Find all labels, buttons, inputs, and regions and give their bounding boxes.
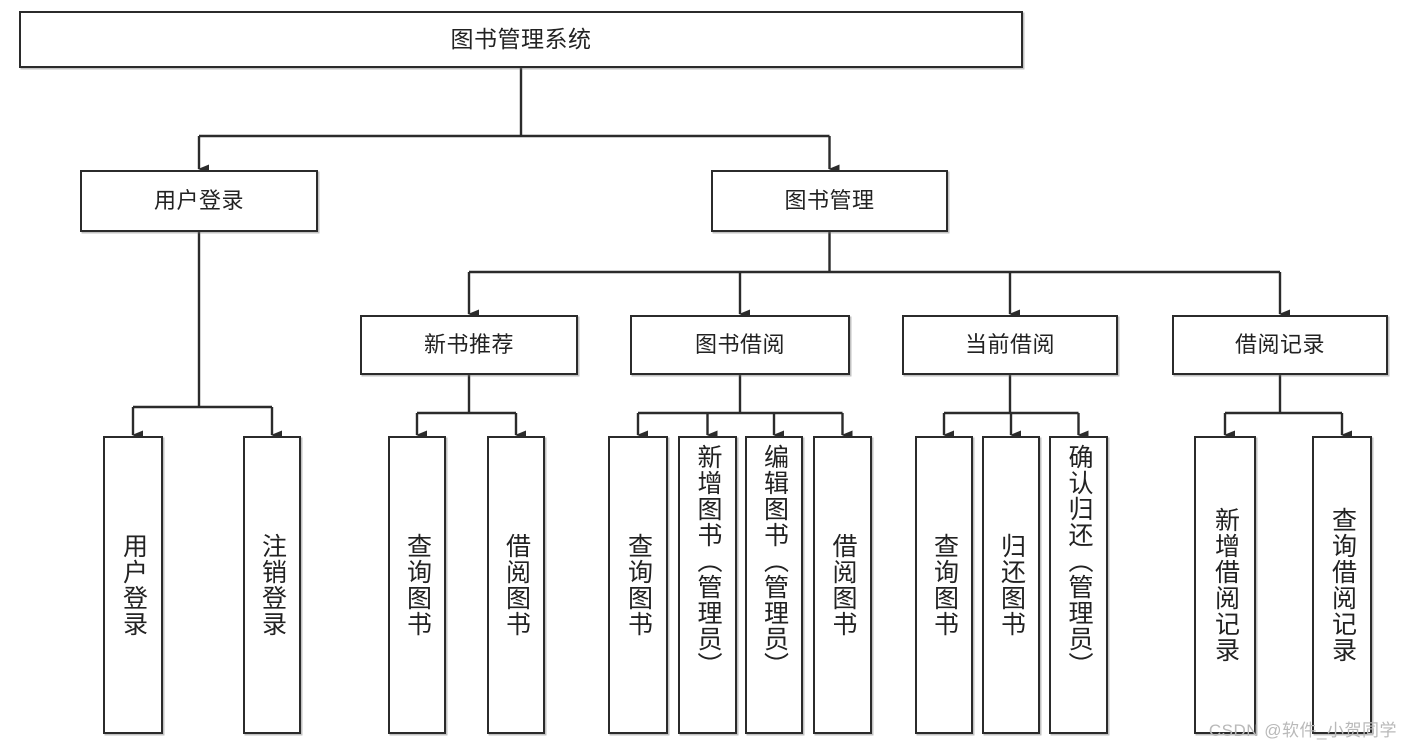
node-leaf-user-login-label: 用户登录 <box>119 533 148 637</box>
node-book-manage-label: 图书管理 <box>784 187 875 213</box>
node-new-book-recommend-label: 新书推荐 <box>423 331 514 357</box>
node-user-login[interactable]: 用户登录 <box>80 170 318 232</box>
node-leaf-add-borrow-record[interactable]: 新增借阅记录 <box>1194 436 1256 734</box>
node-book-manage[interactable]: 图书管理 <box>711 170 948 232</box>
node-leaf-return-book-label: 归还图书 <box>997 533 1026 637</box>
node-leaf-user-login[interactable]: 用户登录 <box>103 436 163 734</box>
node-leaf-edit-book-admin[interactable]: 编辑图书（管理员） <box>745 436 803 734</box>
node-user-login-label: 用户登录 <box>153 187 244 213</box>
node-leaf-query-book-2-label: 查询图书 <box>624 533 653 637</box>
node-leaf-logout-login[interactable]: 注销登录 <box>243 436 301 734</box>
node-leaf-borrow-book-1[interactable]: 借阅图书 <box>487 436 545 734</box>
node-leaf-query-book-3-label: 查询图书 <box>930 533 959 637</box>
node-root-label: 图书管理系统 <box>450 25 592 52</box>
node-root[interactable]: 图书管理系统 <box>19 11 1023 68</box>
node-leaf-borrow-book-2-label: 借阅图书 <box>829 533 857 637</box>
node-book-borrow-label: 图书借阅 <box>694 331 785 357</box>
node-book-borrow[interactable]: 图书借阅 <box>630 315 850 375</box>
node-leaf-borrow-book-1-label: 借阅图书 <box>502 533 531 637</box>
connector-lines <box>131 68 1352 440</box>
node-leaf-add-book-admin[interactable]: 新增图书（管理员） <box>678 436 737 734</box>
node-leaf-query-borrow-record[interactable]: 查询借阅记录 <box>1312 436 1372 734</box>
node-leaf-query-borrow-record-label: 查询借阅记录 <box>1328 507 1357 663</box>
node-leaf-edit-book-admin-label: 编辑图书（管理员） <box>760 444 789 678</box>
node-leaf-query-book-3[interactable]: 查询图书 <box>915 436 973 734</box>
node-current-borrow-label: 当前借阅 <box>964 331 1055 357</box>
node-leaf-confirm-return-admin[interactable]: 确认归还（管理员） <box>1049 436 1108 734</box>
node-leaf-add-borrow-record-label: 新增借阅记录 <box>1211 507 1240 663</box>
node-leaf-return-book[interactable]: 归还图书 <box>982 436 1040 734</box>
node-new-book-recommend[interactable]: 新书推荐 <box>360 315 578 375</box>
node-leaf-query-book-1[interactable]: 查询图书 <box>388 436 446 734</box>
node-leaf-add-book-admin-label: 新增图书（管理员） <box>694 444 722 678</box>
node-borrow-record-label: 借阅记录 <box>1234 331 1325 357</box>
node-borrow-record[interactable]: 借阅记录 <box>1172 315 1388 375</box>
node-leaf-confirm-return-admin-label: 确认归还（管理员） <box>1065 444 1093 678</box>
node-leaf-logout-login-label: 注销登录 <box>258 533 287 637</box>
node-leaf-query-book-2[interactable]: 查询图书 <box>608 436 668 734</box>
node-leaf-query-book-1-label: 查询图书 <box>403 533 432 637</box>
node-current-borrow[interactable]: 当前借阅 <box>902 315 1118 375</box>
node-leaf-borrow-book-2[interactable]: 借阅图书 <box>813 436 872 734</box>
